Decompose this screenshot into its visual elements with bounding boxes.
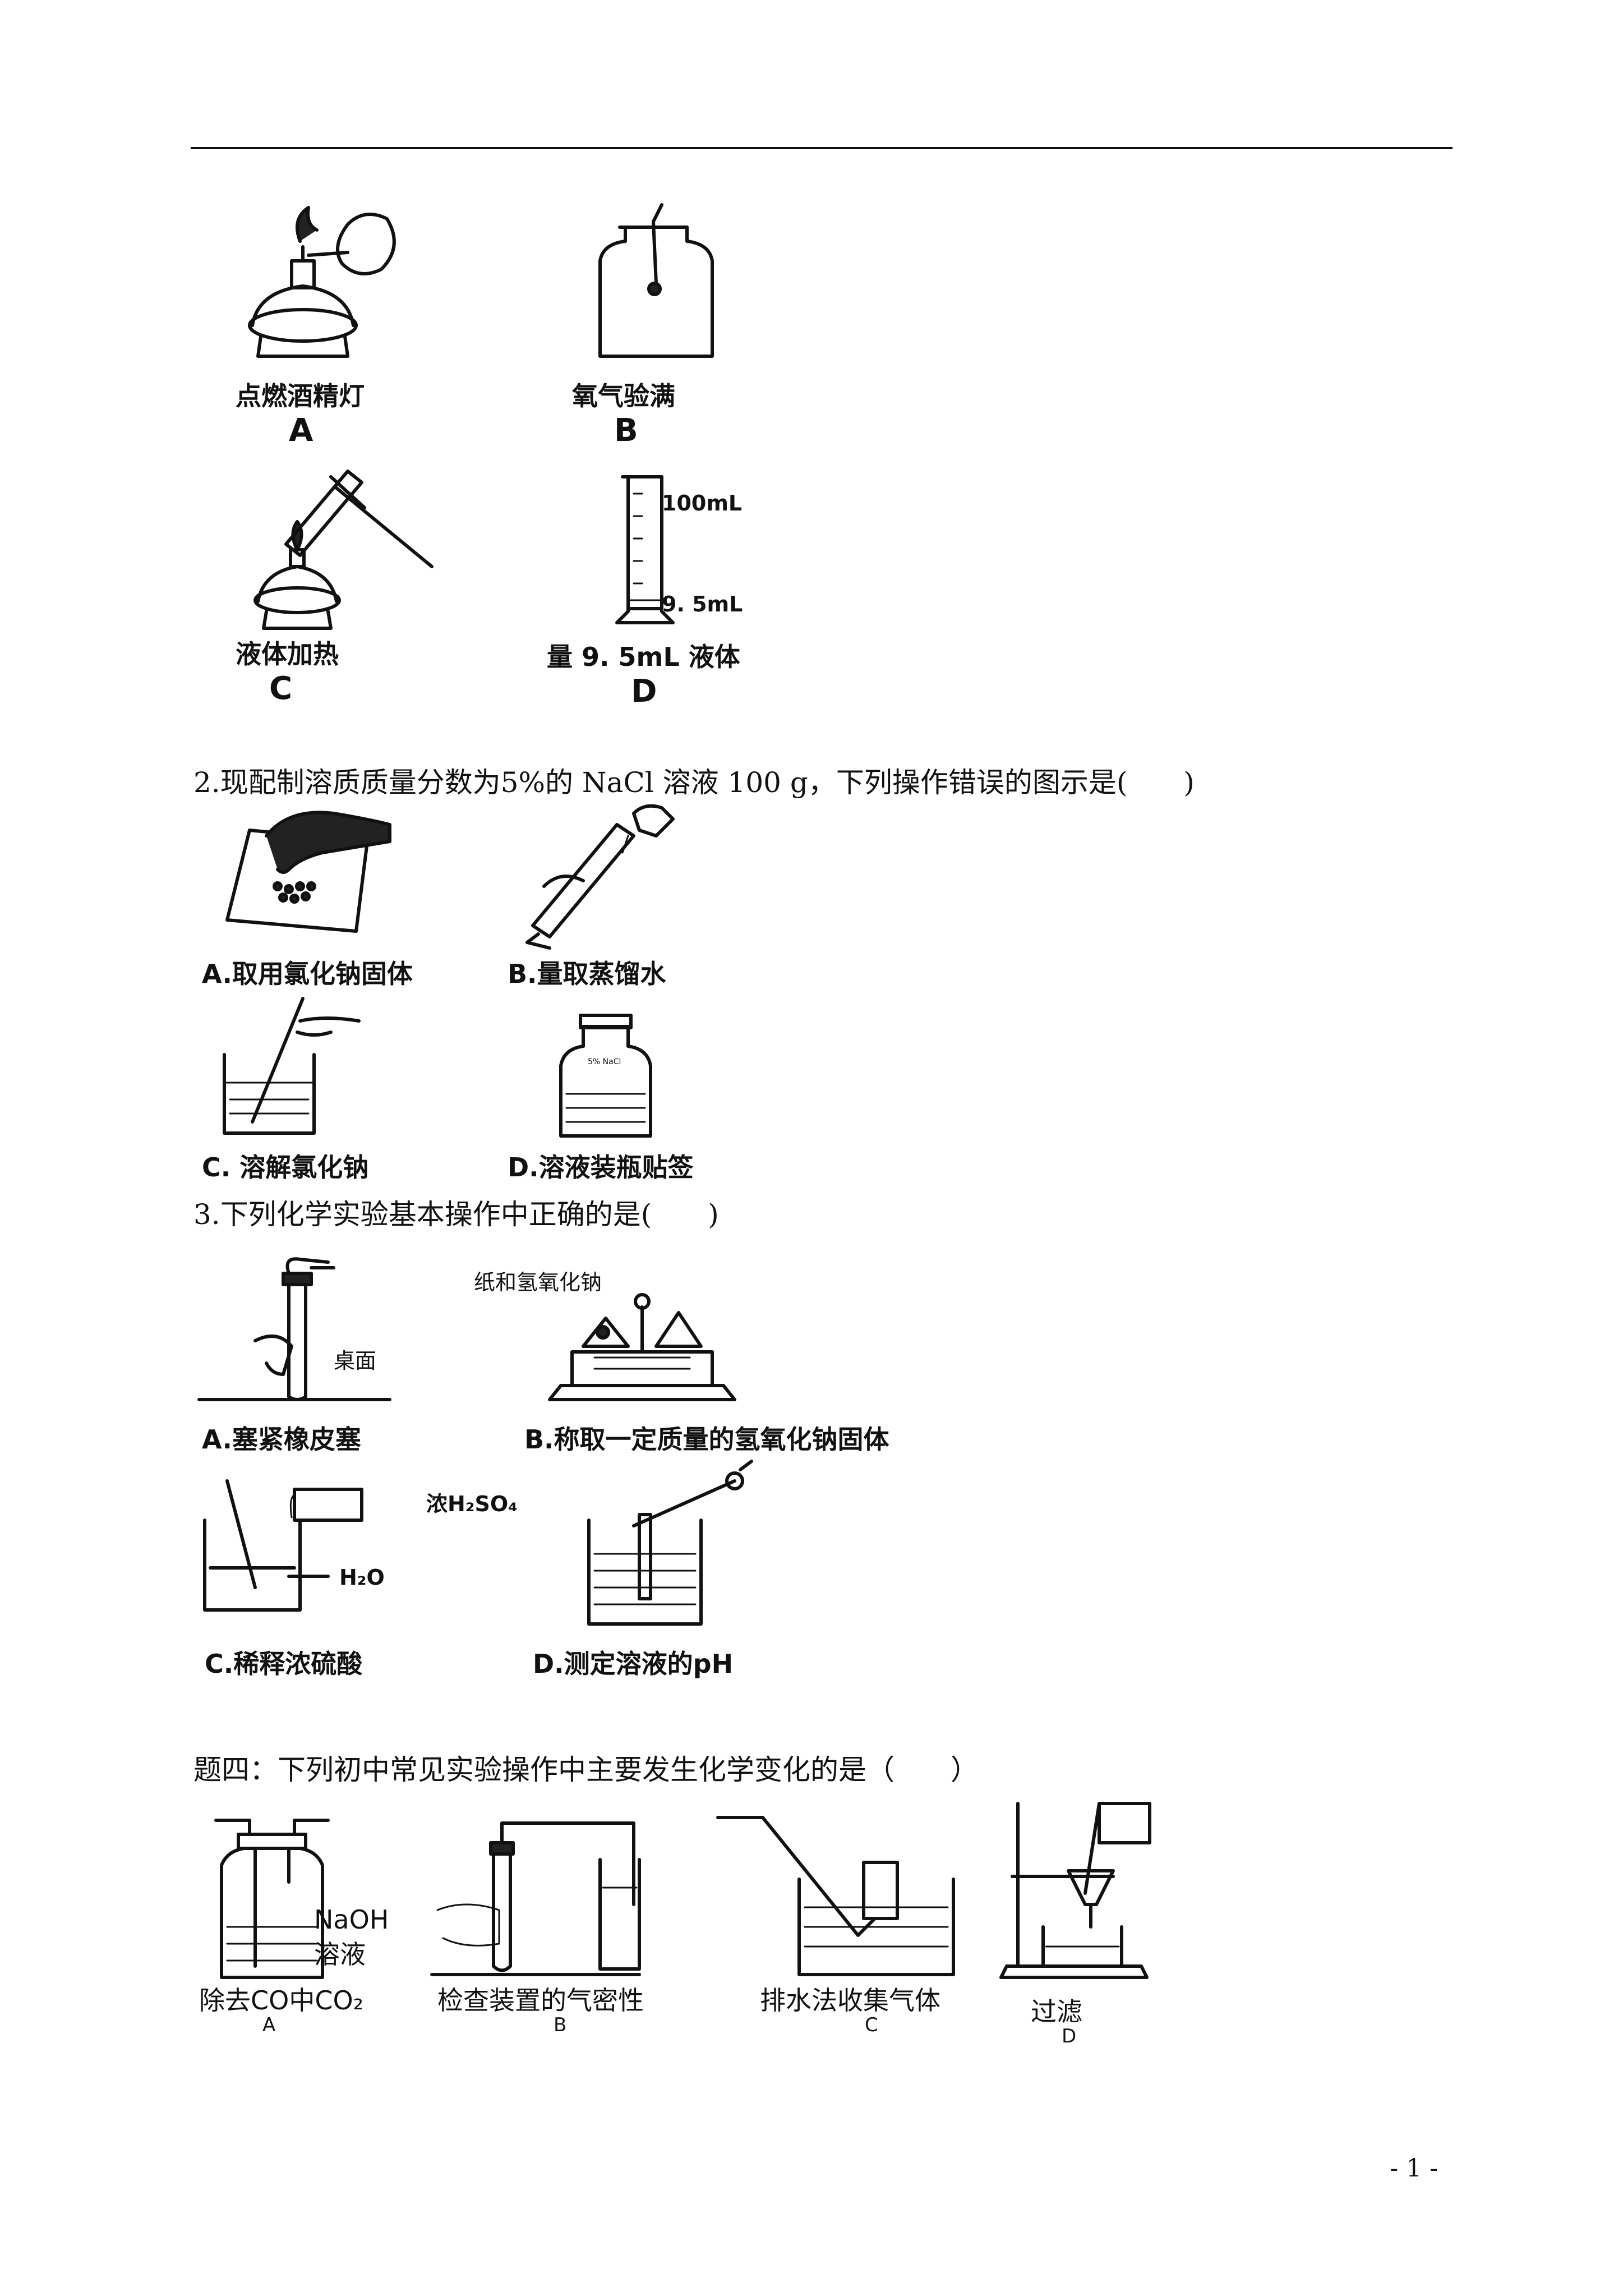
dilute-acid-figure [203,1479,363,1612]
bottle-label-figure [559,1014,652,1138]
q1-option-a-caption: 点燃酒精灯 [236,381,365,411]
q1-option-b-caption: 氧气验满 [572,381,675,411]
measuring-cylinder-figure [615,475,675,624]
balance-figure [548,1293,736,1401]
q4-option-a-letter: A [262,2014,276,2036]
q3-stem: 3.下列化学实验基本操作中正确的是( ) [193,1198,719,1231]
stopper-figure [197,1257,391,1401]
naoh-label-line1: NaOH [314,1904,389,1935]
dissolve-salt-figure [223,997,361,1135]
q4-option-d-caption: 过滤 [1031,1996,1082,2027]
desk-label: 桌面 [334,1349,377,1373]
naoh-label-line2: 溶液 [314,1939,366,1970]
page-number: - 1 - [1390,2154,1438,2183]
bottle-label-text: 5% NaCl [588,1057,621,1066]
q3-option-b-caption: B.称取一定质量的氢氧化钠固体 [524,1424,889,1455]
q3-option-c-caption: C.稀释浓硫酸 [205,1649,363,1679]
q1-option-c-letter: C [269,670,293,707]
water-collect-figure [716,1816,955,1976]
q1-option-a-letter: A [289,412,313,449]
ph-test-figure [587,1460,753,1626]
take-salt-figure [225,811,391,933]
q2-option-b-caption: B.量取蒸馏水 [508,959,666,989]
q4-option-a-caption: 除去CO中CO₂ [199,1985,364,2016]
q1-option-d-letter: D [631,673,657,710]
q4-option-b-letter: B [554,2014,567,2036]
cylinder-level-label: 9. 5mL [662,592,743,616]
measure-water-figure [525,804,675,950]
water-label: H₂O [339,1565,385,1590]
heating-liquid-figure [253,470,434,630]
q4-option-d-letter: D [1062,2025,1077,2047]
filtration-figure [999,1802,1151,1979]
q1-option-c-caption: 液体加热 [236,639,339,669]
q3-option-a-caption: A.塞紧橡皮塞 [202,1424,361,1455]
cylinder-top-label: 100mL [662,491,743,516]
alcohol-lamp-lighting-figure [248,206,396,358]
q1-option-b-letter: B [614,412,638,449]
oxygen-test-figure [598,203,714,358]
q4-option-c-letter: C [865,2014,878,2036]
airtightness-check-figure [430,1821,641,1976]
q2-option-d-caption: D.溶液装瓶贴签 [508,1152,694,1182]
q2-stem: 2.现配制溶质质量分数为5%的 NaCl 溶液 100 g，下列操作错误的图示是… [193,766,1195,799]
q2-option-a-caption: A.取用氯化钠固体 [202,959,413,989]
q1-option-d-caption: 量 9. 5mL 液体 [547,642,740,672]
gas-wash-bottle-figure [214,1819,330,1979]
paper-label: 纸和氢氧化钠 [474,1270,602,1295]
q4-option-c-caption: 排水法收集气体 [760,1985,940,2016]
acid-label: 浓H₂SO₄ [426,1492,518,1516]
header-rule [191,147,1453,149]
q4-option-b-caption: 检查装置的气密性 [437,1985,644,2016]
q2-option-c-caption: C. 溶解氯化钠 [202,1152,369,1182]
q3-option-d-caption: D.测定溶液的pH [533,1649,734,1679]
q4-stem: 题四：下列初中常见实验操作中主要发生化学变化的是（ ） [193,1754,979,1786]
